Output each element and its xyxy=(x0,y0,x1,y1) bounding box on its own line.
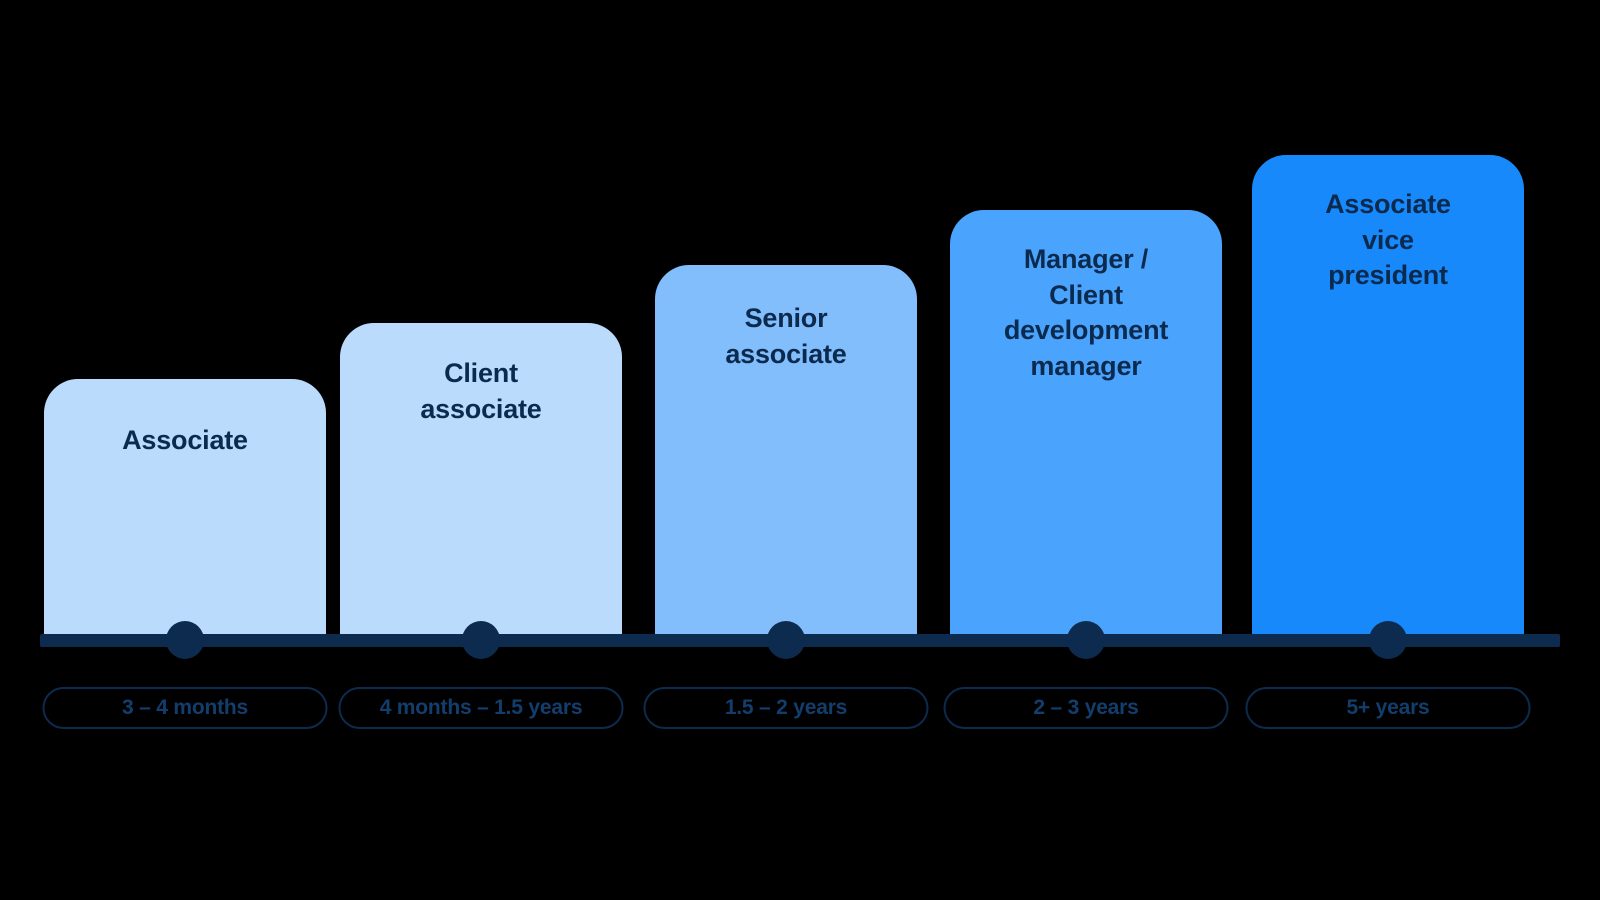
bar-label-step-5: Associate vice president xyxy=(1325,189,1451,291)
bar-step-1[interactable]: Associate xyxy=(44,379,326,641)
bar-step-3[interactable]: Senior associate xyxy=(655,265,917,641)
bar-label-step-1: Associate xyxy=(122,425,248,455)
duration-pill-label-5: 5+ years xyxy=(1346,696,1430,719)
duration-pill-label-4: 2 – 3 years xyxy=(1033,696,1139,719)
bar-step-4[interactable]: Manager / Client development manager xyxy=(950,210,1222,641)
duration-pill-4[interactable]: 2 – 3 years xyxy=(943,687,1229,729)
timeline-node-dot-5 xyxy=(1369,621,1407,659)
bar-step-5[interactable]: Associate vice president xyxy=(1252,155,1524,641)
duration-pill-label-3: 1.5 – 2 years xyxy=(724,696,848,719)
duration-pill-label-1: 3 – 4 months xyxy=(122,696,248,719)
duration-pill-3[interactable]: 1.5 – 2 years xyxy=(643,687,929,729)
duration-pill-1[interactable]: 3 – 4 months xyxy=(42,687,328,729)
duration-pill-label-2: 4 months – 1.5 years xyxy=(379,696,583,719)
timeline-node-dot-3 xyxy=(767,621,805,659)
bar-label-step-4: Manager / Client development manager xyxy=(1003,244,1169,381)
timeline-node-dot-2 xyxy=(462,621,500,659)
bar-label-step-2: Client associate xyxy=(420,358,542,424)
bar-step-2[interactable]: Client associate xyxy=(340,323,622,641)
duration-pill-2[interactable]: 4 months – 1.5 years xyxy=(338,687,624,729)
timeline-node-dot-1 xyxy=(166,621,204,659)
bar-label-step-3: Senior associate xyxy=(725,303,847,369)
duration-pill-5[interactable]: 5+ years xyxy=(1245,687,1531,729)
timeline-node-dot-4 xyxy=(1067,621,1105,659)
